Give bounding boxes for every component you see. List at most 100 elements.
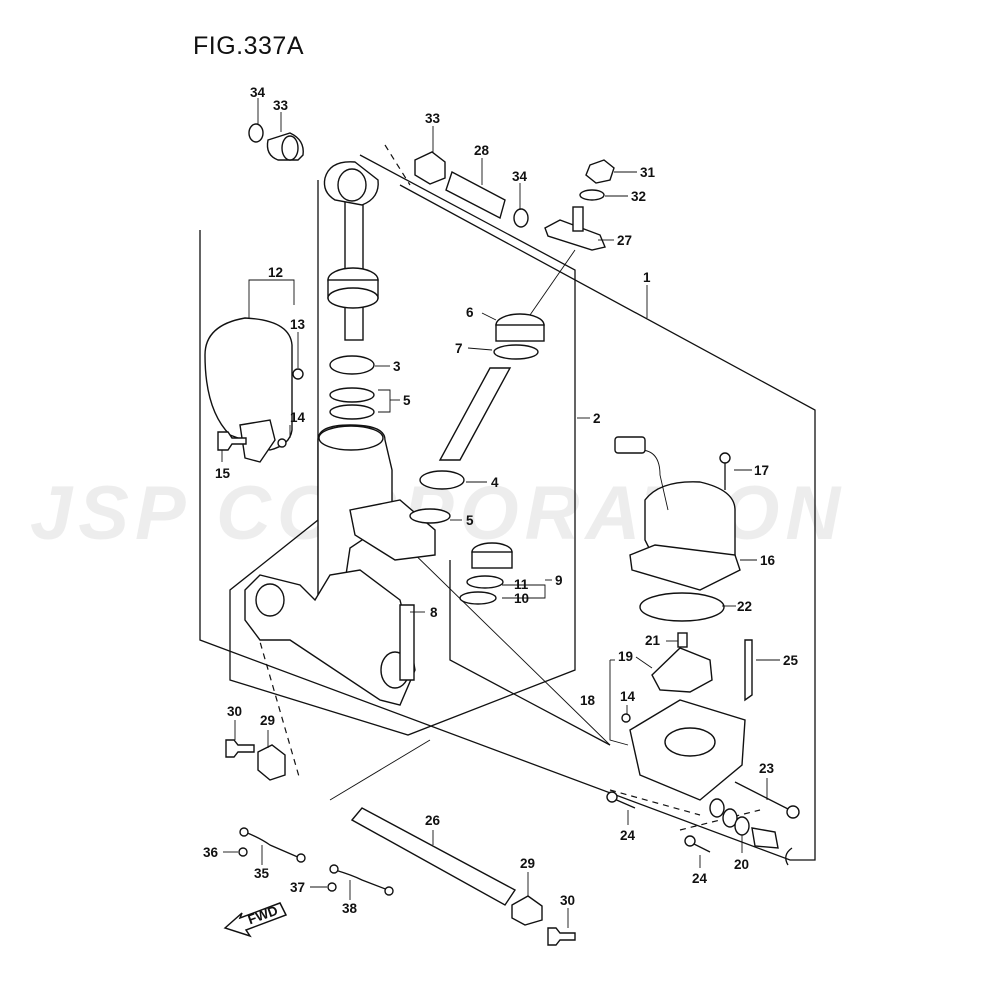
part-32-washer <box>579 189 605 201</box>
part-35-ground-strap <box>244 831 301 859</box>
part-8-tube <box>399 604 415 681</box>
part-38-end-b <box>384 886 394 896</box>
part-27-bracket-stud <box>544 219 606 251</box>
part-38-ground-strap <box>334 869 389 891</box>
callout-2: 2 <box>593 411 601 426</box>
callout-19: 19 <box>618 649 633 664</box>
assembly-outline <box>199 184 816 861</box>
callout-16: 16 <box>760 553 776 568</box>
pump-port <box>664 727 716 757</box>
part-17-screw-head <box>719 452 731 464</box>
part-24-screw-b-head <box>684 835 696 847</box>
callout-27: 27 <box>617 233 632 248</box>
callout-25: 25 <box>783 653 799 668</box>
callout-37: 37 <box>290 880 305 895</box>
callout-24: 24 <box>692 871 708 886</box>
part-10-o-ring <box>459 591 497 605</box>
callout-38: 38 <box>342 901 358 916</box>
callout-3: 3 <box>393 359 401 374</box>
callout-36: 36 <box>203 845 219 860</box>
part-29-lower-bushing <box>511 895 543 926</box>
part-11-o-ring <box>466 575 504 589</box>
bracket-bore-left <box>255 583 285 617</box>
callout-31: 31 <box>640 165 656 180</box>
callout-33: 33 <box>273 98 289 113</box>
part-38-end-a <box>329 864 339 874</box>
callout-7: 7 <box>455 341 463 356</box>
callout-5: 5 <box>403 393 411 408</box>
callout-22: 22 <box>737 599 752 614</box>
callout-32: 32 <box>631 189 646 204</box>
part-5-lower-o-ring <box>409 508 451 524</box>
callout-14: 14 <box>620 689 636 704</box>
callout-33: 33 <box>425 111 441 126</box>
callout-6: 6 <box>466 305 474 320</box>
part-20-washer-a <box>709 798 725 818</box>
callout-28: 28 <box>474 143 490 158</box>
callout-11: 11 <box>514 577 529 592</box>
part-21-fitting <box>677 632 688 648</box>
motor-connector <box>614 436 646 454</box>
callout-8: 8 <box>430 605 438 620</box>
part-35-end-a <box>239 827 249 837</box>
part-27-stud <box>572 206 584 232</box>
part-4-piston <box>419 470 465 490</box>
dashed-guide-3 <box>609 789 701 816</box>
part-9-valve-body <box>471 551 513 569</box>
part-30-bolt <box>225 739 255 758</box>
cylinder-bracket-outline <box>449 560 611 746</box>
part-33-bushing-bore <box>281 135 299 161</box>
part-12-cover <box>204 317 293 451</box>
callout-26: 26 <box>425 813 441 828</box>
part-15-screw <box>217 431 247 451</box>
part-34-snap-ring <box>248 123 264 143</box>
part-14-clip <box>277 438 287 448</box>
part-36-bolt <box>238 847 248 857</box>
callout-5: 5 <box>466 513 474 528</box>
part-33-upper-bushing <box>414 151 446 185</box>
part-13-clip <box>292 368 304 380</box>
part-20-plug <box>751 827 779 849</box>
leader-lines <box>221 98 780 928</box>
part-20-snap-ring <box>785 847 793 866</box>
callout-17: 17 <box>754 463 769 478</box>
callout-18: 18 <box>580 693 596 708</box>
callout-30: 30 <box>227 704 242 719</box>
subassembly-outline <box>229 154 576 736</box>
callout-21: 21 <box>645 633 661 648</box>
bracket-guide-line <box>399 539 611 746</box>
part-20-washer-b <box>722 808 738 828</box>
part-35-end-b <box>296 853 306 863</box>
rod-gland-bottom <box>327 287 379 309</box>
part-4-rod <box>438 367 512 461</box>
part-34-upper-snap-ring <box>513 208 529 228</box>
part-7-o-ring <box>493 344 539 360</box>
callout-4: 4 <box>491 475 499 490</box>
part-12-cover-plate <box>239 419 276 463</box>
part-14-pump-clip <box>621 713 631 723</box>
callout-14: 14 <box>290 410 306 425</box>
fastener-guide-line <box>329 739 431 801</box>
part-6-gland-body <box>495 324 545 342</box>
part-37-bolt <box>327 882 337 892</box>
part-30-lower-bolt <box>547 927 576 946</box>
rod-end-bore <box>337 168 367 202</box>
part-26-shaft <box>350 807 517 906</box>
callout-10: 10 <box>514 591 529 606</box>
callout-34: 34 <box>250 85 266 100</box>
part-22-o-ring <box>639 592 725 622</box>
dashed-guide-4 <box>679 809 761 831</box>
part-24-screw-a-head <box>606 791 618 803</box>
part-5-o-ring-a <box>329 387 375 403</box>
cylinder-bore <box>318 425 384 451</box>
callout-35: 35 <box>254 866 270 881</box>
callout-23: 23 <box>759 761 775 776</box>
part-23-bolt-head <box>786 805 800 819</box>
part-20-washer-c <box>734 816 750 836</box>
part-19-gear-plate <box>651 647 713 693</box>
callout-29: 29 <box>520 856 535 871</box>
part-31-nut <box>585 159 615 184</box>
fwd-arrow-icon: FWD <box>223 902 288 938</box>
